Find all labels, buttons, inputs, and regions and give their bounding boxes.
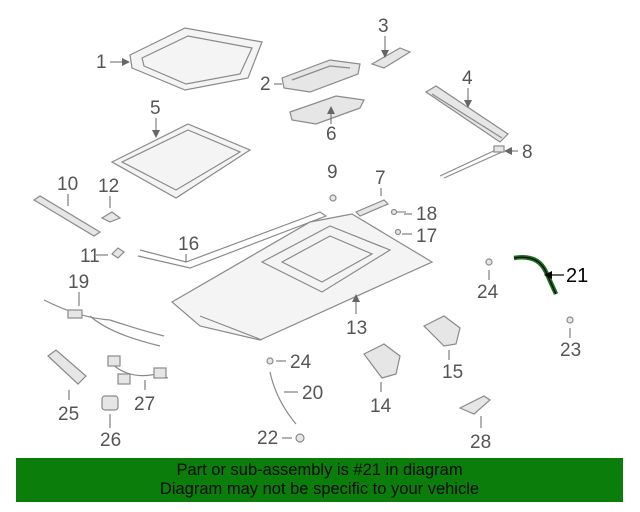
- callout-5: 5: [150, 98, 161, 138]
- callout-13-label: 13: [346, 318, 367, 339]
- callout-24-left: 24: [276, 352, 312, 373]
- part-25-motor[interactable]: [47, 349, 87, 385]
- callout-14: 14: [370, 382, 392, 417]
- callout-22: 22: [257, 428, 292, 449]
- part-20-drain-hose[interactable]: [269, 371, 297, 425]
- part-3-bracket[interactable]: [370, 47, 412, 69]
- callout-15-label: 15: [442, 362, 463, 383]
- callout-16: 16: [178, 234, 199, 262]
- part-17-screw[interactable]: [394, 228, 402, 236]
- banner-line-2: Diagram may not be specific to your vehi…: [159, 480, 480, 498]
- callout-7: 7: [375, 168, 386, 196]
- callout-14-label: 14: [370, 396, 392, 417]
- callout-16-label: 16: [178, 234, 199, 255]
- part-9-clip[interactable]: [329, 194, 337, 202]
- callout-6-label: 6: [326, 124, 337, 145]
- part-23-clamp[interactable]: [566, 316, 574, 324]
- callout-17: 17: [402, 226, 437, 247]
- callout-1-label: 1: [96, 52, 107, 73]
- callout-10: 10: [57, 174, 78, 206]
- callout-9: 9: [327, 162, 338, 183]
- callout-2-label: 2: [260, 74, 271, 95]
- callout-4: 4: [462, 68, 473, 108]
- callout-18-label: 18: [416, 204, 437, 225]
- part-15-bracket[interactable]: [422, 315, 461, 347]
- callout-26-label: 26: [100, 430, 121, 451]
- part-4-rail[interactable]: [424, 85, 509, 143]
- part-11-stopper[interactable]: [111, 247, 125, 259]
- callout-3-label: 3: [378, 16, 389, 37]
- callout-9-label: 9: [327, 162, 338, 183]
- info-banner: Part or sub-assembly is #21 in diagram D…: [16, 458, 623, 502]
- parts-diagram: 1 2 3 6 4: [32, 16, 588, 453]
- callout-18: 18: [404, 204, 437, 225]
- part-12-clip[interactable]: [100, 211, 122, 223]
- callout-25-label: 25: [58, 404, 79, 425]
- callout-11-label: 11: [80, 246, 100, 267]
- part-16-weatherstrip[interactable]: [137, 211, 328, 269]
- part-18-screw[interactable]: [390, 208, 407, 216]
- part-26-switch[interactable]: [101, 395, 119, 411]
- callout-12-label: 12: [98, 176, 119, 197]
- callout-27: 27: [134, 380, 155, 415]
- part-1-glass-panel[interactable]: [129, 27, 263, 91]
- part-24-clip-left[interactable]: [266, 357, 274, 365]
- part-2-guide-block[interactable]: [281, 59, 361, 93]
- part-7-bracket[interactable]: [354, 199, 390, 217]
- callout-20-label: 20: [302, 383, 323, 404]
- callout-7-label: 7: [375, 168, 386, 189]
- callout-19: 19: [68, 272, 89, 306]
- callout-22-label: 22: [257, 428, 278, 449]
- callout-24-right-label: 24: [477, 282, 499, 303]
- callout-21: 21: [544, 265, 588, 287]
- banner-line-1: Part or sub-assembly is #21 in diagram: [176, 461, 463, 479]
- callout-20: 20: [284, 383, 323, 404]
- callout-24-right: 24: [477, 270, 499, 303]
- callout-1: 1: [96, 52, 130, 73]
- callout-6: 6: [326, 106, 337, 145]
- callout-23: 23: [560, 328, 581, 361]
- callout-27-label: 27: [134, 394, 155, 415]
- callout-26: 26: [100, 414, 121, 451]
- part-10-deflector[interactable]: [32, 195, 102, 237]
- part-21-drain-hose[interactable]: [513, 255, 559, 295]
- part-19-harness[interactable]: [43, 299, 165, 347]
- callout-23-label: 23: [560, 340, 581, 361]
- callout-17-label: 17: [416, 226, 437, 247]
- callout-5-label: 5: [150, 98, 161, 119]
- callout-4-label: 4: [462, 68, 473, 89]
- callout-13: 13: [346, 294, 367, 339]
- part-22-grommet[interactable]: [295, 433, 305, 443]
- callout-11: 11: [80, 246, 108, 267]
- callout-3: 3: [378, 16, 389, 58]
- callout-19-label: 19: [68, 272, 89, 293]
- callout-25: 25: [58, 390, 79, 425]
- callout-28-label: 28: [470, 432, 491, 453]
- part-24-clip-right[interactable]: [485, 258, 493, 266]
- part-28-bracket[interactable]: [458, 395, 491, 415]
- part-13-housing-frame[interactable]: [170, 213, 434, 341]
- callout-28: 28: [470, 416, 491, 453]
- part-6-guide-rail[interactable]: [289, 95, 365, 125]
- part-14-bracket[interactable]: [363, 343, 401, 379]
- callout-15: 15: [442, 350, 463, 383]
- part-5-sunshade[interactable]: [110, 123, 252, 199]
- callout-8: 8: [504, 142, 533, 163]
- callout-12: 12: [98, 176, 119, 208]
- callout-10-label: 10: [57, 174, 78, 195]
- callout-2: 2: [260, 74, 282, 95]
- part-27-harness[interactable]: [107, 355, 169, 385]
- callout-8-label: 8: [522, 142, 533, 163]
- callout-21-label: 21: [566, 265, 588, 287]
- callout-24-left-label: 24: [290, 352, 312, 373]
- part-8-drive-cable[interactable]: [439, 145, 505, 179]
